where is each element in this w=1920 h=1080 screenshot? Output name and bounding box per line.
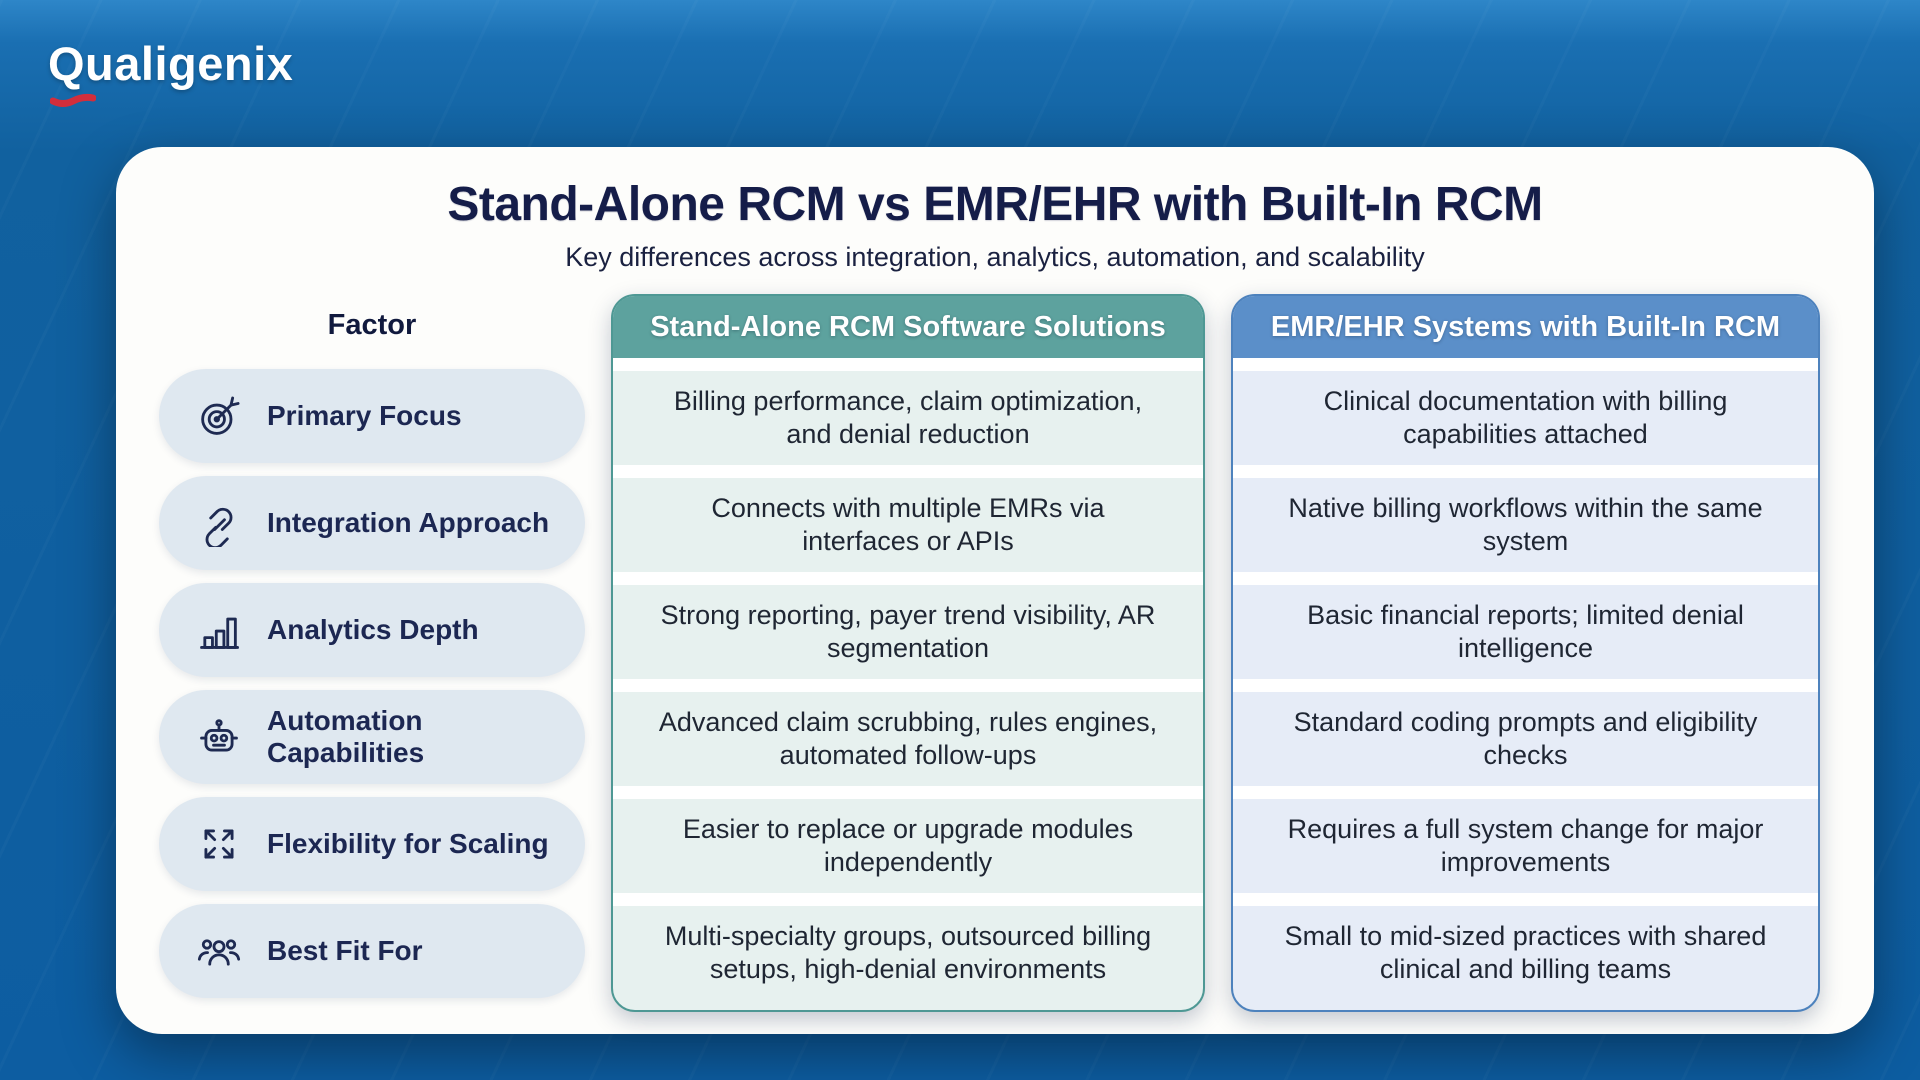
factor-row-primary-focus: Primary Focus [159,369,585,463]
expand-arrows-icon [195,820,243,868]
factor-label: Primary Focus [267,399,462,431]
column-standalone-body: Billing performance, claim optimization,… [613,358,1203,1010]
factor-label: Automation Capabilities [267,704,425,768]
factor-label: Analytics Depth [267,613,479,645]
comparison-table: Factor Primary Focus [159,294,1820,1012]
comparison-card: Stand-Alone RCM vs EMR/EHR with Built-In… [116,147,1874,1034]
page-title: Stand-Alone RCM vs EMR/EHR with Built-In… [447,178,1543,231]
cell-standalone-analytics-depth: Strong reporting, payer trend visibility… [613,572,1203,679]
column-emr-header: EMR/EHR Systems with Built-In RCM [1233,296,1818,358]
brand-name: Qualigenix [48,37,294,90]
factor-column: Factor Primary Focus [159,294,585,998]
cell-standalone-automation-capabilities: Advanced claim scrubbing, rules engines,… [613,679,1203,786]
page-subtitle: Key differences across integration, anal… [565,242,1425,272]
column-standalone-header: Stand-Alone RCM Software Solutions [613,296,1203,358]
cell-standalone-primary-focus: Billing performance, claim optimization,… [613,358,1203,465]
chain-link-icon [195,499,243,547]
cell-emr-best-fit-for: Small to mid-sized practices with shared… [1233,893,1818,1000]
column-emr-ehr: EMR/EHR Systems with Built-In RCM Clinic… [1231,294,1820,1012]
logo-swoosh-icon [50,93,96,107]
factor-column-header: Factor [327,308,417,341]
people-group-icon [195,927,243,975]
cell-emr-integration-approach: Native billing workflows within the same… [1233,465,1818,572]
cell-emr-primary-focus: Clinical documentation with billing capa… [1233,358,1818,465]
factor-label: Best Fit For [267,934,423,966]
factor-label: Integration Approach [267,506,550,538]
cell-emr-analytics-depth: Basic financial reports; limited denial … [1233,572,1818,679]
cell-standalone-integration-approach: Connects with multiple EMRs via interfac… [613,465,1203,572]
factor-row-best-fit-for: Best Fit For [159,904,585,998]
target-icon [195,392,243,440]
factor-row-flexibility-for-scaling: Flexibility for Scaling [159,797,585,891]
robot-icon [195,713,243,761]
column-emr-body: Clinical documentation with billing capa… [1233,358,1818,1010]
bar-chart-icon [195,606,243,654]
cell-emr-automation-capabilities: Standard coding prompts and eligibility … [1233,679,1818,786]
factor-label: Flexibility for Scaling [267,827,549,859]
factor-row-integration-approach: Integration Approach [159,476,585,570]
factor-row-analytics-depth: Analytics Depth [159,583,585,677]
factor-row-automation-capabilities: Automation Capabilities [159,690,585,784]
cell-standalone-flexibility-for-scaling: Easier to replace or upgrade modules ind… [613,786,1203,893]
cell-emr-flexibility-for-scaling: Requires a full system change for major … [1233,786,1818,893]
cell-standalone-best-fit-for: Multi-specialty groups, outsourced billi… [613,893,1203,1000]
brand-logo: Qualigenix [48,36,294,107]
column-standalone-rcm: Stand-Alone RCM Software Solutions Billi… [611,294,1205,1012]
